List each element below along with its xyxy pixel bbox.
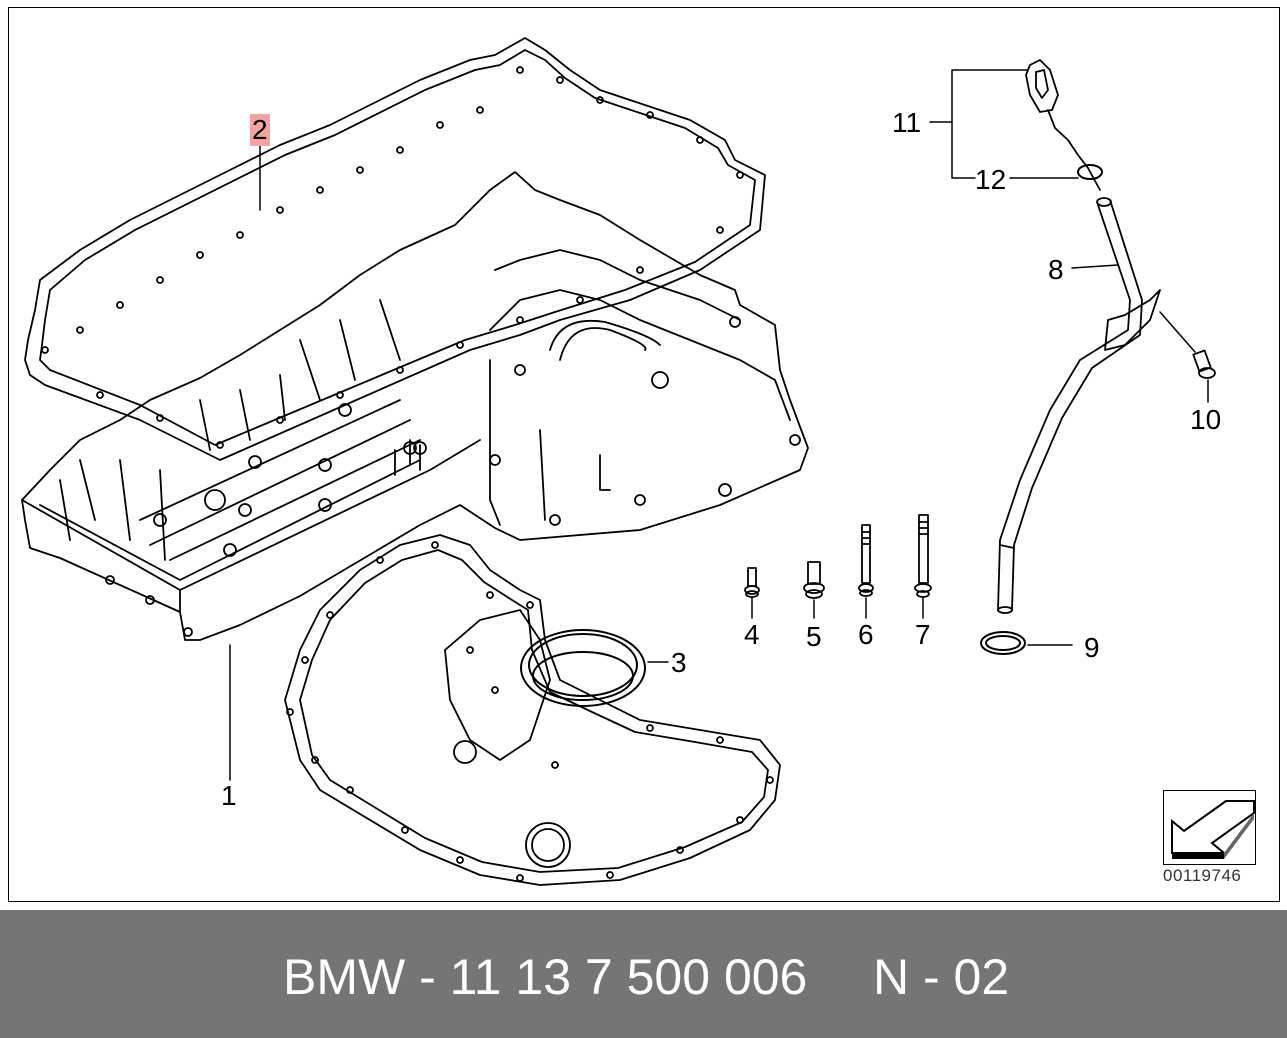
leader-lines bbox=[229, 69, 1209, 781]
label-part-11: 11 bbox=[892, 107, 922, 138]
orientation-arrow-icon bbox=[1171, 800, 1255, 859]
label-part-9: 9 bbox=[1084, 632, 1100, 663]
oil-pan[interactable] bbox=[21, 171, 809, 641]
diagram-number: 00119746 bbox=[1163, 866, 1242, 885]
parts-diagram bbox=[21, 37, 1216, 886]
gasket-upper[interactable] bbox=[24, 37, 766, 461]
dipstick-tube[interactable] bbox=[997, 197, 1161, 614]
label-part-4: 4 bbox=[744, 619, 760, 650]
bolt-4[interactable] bbox=[744, 567, 760, 598]
label-part-12: 12 bbox=[975, 164, 1007, 195]
label-part-3: 3 bbox=[671, 647, 687, 678]
o-ring-9[interactable] bbox=[980, 631, 1026, 655]
label-part-10: 10 bbox=[1190, 404, 1222, 435]
label-part-2: 2 bbox=[250, 114, 270, 146]
bolt-5[interactable] bbox=[803, 561, 825, 599]
label-part-8: 8 bbox=[1048, 254, 1064, 285]
label-part-1: 1 bbox=[221, 780, 237, 811]
part-number-caption: BMW - 11 13 7 500 006 bbox=[283, 949, 808, 1005]
bolt-10[interactable] bbox=[1192, 349, 1216, 379]
label-part-6: 6 bbox=[858, 619, 874, 650]
bolt-6[interactable] bbox=[858, 524, 874, 597]
label-part-5: 5 bbox=[806, 621, 822, 652]
label-part-7: 7 bbox=[915, 619, 931, 650]
caption-bar bbox=[0, 910, 1287, 1038]
o-ring-12[interactable] bbox=[1077, 164, 1103, 180]
bolt-7[interactable] bbox=[914, 514, 932, 598]
reference-caption: N - 02 bbox=[873, 949, 1010, 1005]
dipstick[interactable] bbox=[1025, 59, 1101, 191]
gasket-lower[interactable] bbox=[284, 534, 781, 886]
seal-ring[interactable] bbox=[520, 629, 646, 707]
orientation-arrow-box bbox=[1163, 790, 1256, 865]
diagram-frame bbox=[8, 7, 1280, 902]
